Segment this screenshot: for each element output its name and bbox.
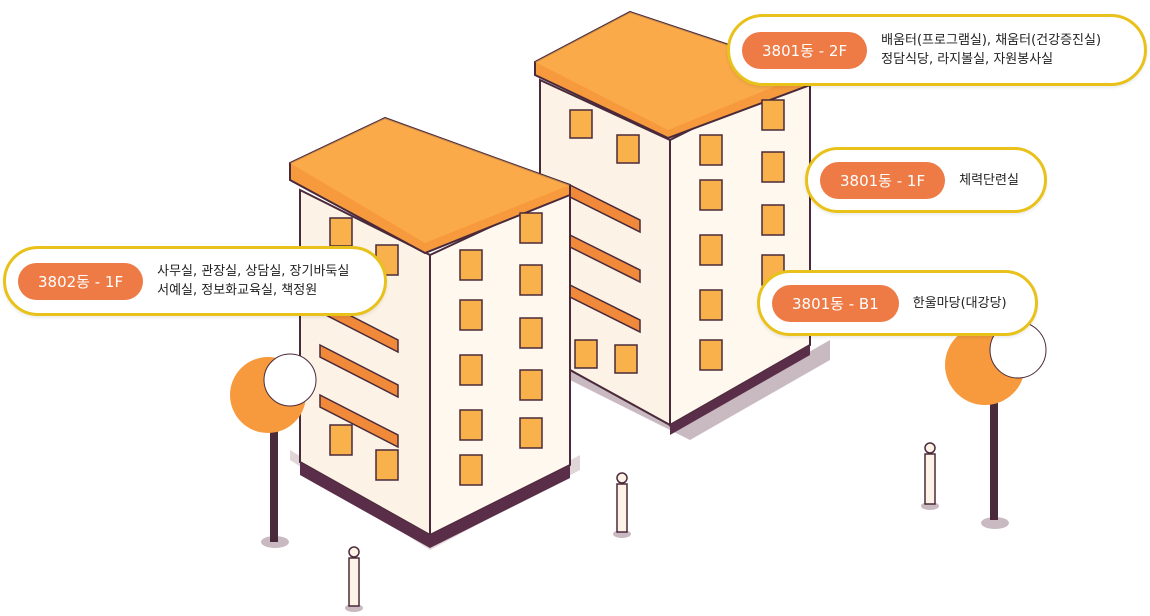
floor-badge: 3801동 - B1	[772, 284, 899, 322]
facility-list: 한울마당(대강당)	[913, 294, 1007, 313]
people	[345, 442, 939, 612]
facility-list: 배움터(프로그램실), 채움터(건강증진실) 정담식당, 라지볼실, 자원봉사실	[881, 31, 1101, 69]
facility-list: 사무실, 관장실, 상담실, 장기바둑실 서예실, 정보화교육실, 책정원	[157, 262, 349, 300]
building-3802	[289, 116, 571, 548]
callout-3801-1f[interactable]: 3801동 - 1F 체력단련실	[805, 147, 1047, 213]
floor-badge: 3801동 - 1F	[820, 161, 946, 199]
building-3801	[534, 10, 811, 435]
facility-line: 한울마당(대강당)	[912, 295, 1007, 311]
facility-list: 체력단련실	[959, 171, 1019, 190]
tree-right	[945, 321, 1047, 529]
floor-badge: 3801동 - 2F	[742, 31, 868, 69]
facility-line: 사무실, 관장실, 상담실, 장기바둑실	[157, 264, 350, 279]
facility-line: 배움터(프로그램실), 채움터(건강증진실)	[881, 33, 1102, 48]
floor-badge: 3802동 - 1F	[18, 262, 144, 300]
facility-line: 정담식당, 라지볼실, 자원봉사실	[881, 52, 1054, 67]
facility-line: 서예실, 정보화교육실, 책정원	[157, 283, 318, 298]
facility-line: 체력단련실	[959, 172, 1019, 188]
callout-3801-2f[interactable]: 3801동 - 2F 배움터(프로그램실), 채움터(건강증진실) 정담식당, …	[727, 14, 1147, 86]
tree-left	[230, 353, 317, 548]
callout-3801-b1[interactable]: 3801동 - B1 한울마당(대강당)	[757, 270, 1038, 336]
callout-3802-1f[interactable]: 3802동 - 1F 사무실, 관장실, 상담실, 장기바둑실 서예실, 정보화…	[3, 246, 387, 316]
